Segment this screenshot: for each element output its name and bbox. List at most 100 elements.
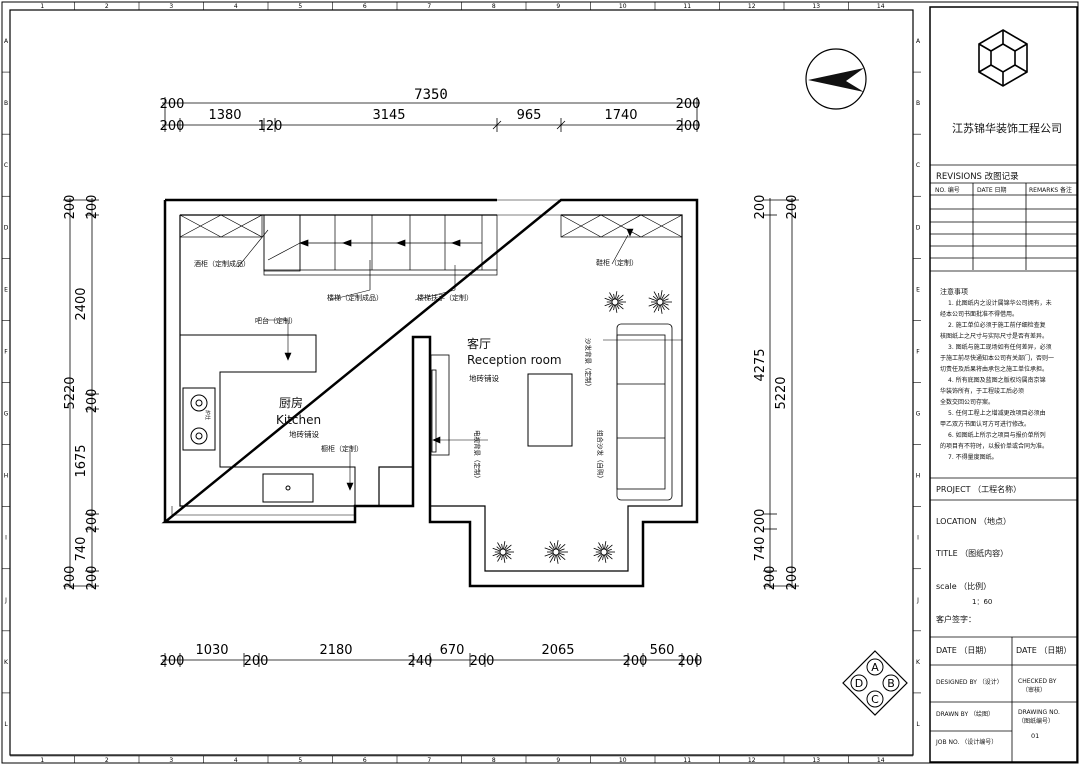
dim-top-total: 7350 bbox=[414, 87, 448, 103]
border-column-number: 7 bbox=[427, 757, 431, 764]
checked-by-cn-label: （审核） bbox=[1022, 686, 1046, 694]
border-column-number: 11 bbox=[683, 757, 691, 764]
label-bar-counter: 吧台（定制） bbox=[255, 316, 297, 325]
staircase bbox=[263, 214, 498, 290]
drawing-no-cn-label: （图纸编号） bbox=[1018, 717, 1054, 725]
dim-bottom-seg: 200 bbox=[678, 654, 703, 669]
right-dimensions bbox=[763, 198, 799, 588]
rev-col-no: NO. 编号 bbox=[935, 186, 960, 194]
company-logo bbox=[978, 29, 1028, 87]
border-column-number: 10 bbox=[619, 3, 627, 10]
border-row-letter: L bbox=[4, 721, 8, 728]
dim-left-total: 5220 bbox=[63, 376, 78, 409]
designed-by-label: DESIGNED BY （设计） bbox=[936, 678, 1003, 686]
note-line: 7. 不得量度图纸。 bbox=[948, 453, 998, 461]
label-living-floor: 地砖铺设 bbox=[469, 373, 499, 383]
note-line: 5. 任何工程上之增减更改项目必须由 bbox=[948, 409, 1046, 417]
note-line: 的项目有不符时，以报价单或合同为准。 bbox=[940, 442, 1048, 450]
rev-col-date: DATE 日期 bbox=[977, 186, 1007, 194]
border-row-letter: C bbox=[916, 162, 920, 169]
border-column-number: 4 bbox=[234, 757, 238, 764]
section-letter: A bbox=[871, 661, 879, 674]
border-column-number: 14 bbox=[877, 757, 885, 764]
project-label: PROJECT （工程名称） bbox=[936, 484, 1021, 494]
wine-cabinet bbox=[179, 214, 263, 238]
border-column-number: 3 bbox=[169, 757, 173, 764]
dim-bottom-seg: 200 bbox=[623, 654, 648, 669]
border-row-letter: K bbox=[4, 659, 9, 666]
dim-left-seg: 200 bbox=[85, 195, 100, 220]
drawing-no-value: 01 bbox=[1031, 732, 1039, 740]
dim-left-seg: 200 bbox=[85, 566, 100, 591]
shoe-cabinet bbox=[560, 214, 683, 238]
border-column-number: 1 bbox=[40, 3, 44, 10]
dim-left-seg: 200 bbox=[63, 195, 78, 220]
label-shoe-cabinet: 鞋柜（定制） bbox=[596, 258, 638, 267]
border-row-letter: I bbox=[917, 535, 919, 542]
dim-right-seg: 200 bbox=[785, 195, 800, 220]
dim-top-seg: 120 bbox=[258, 119, 283, 134]
dim-bottom-seg: 1030 bbox=[195, 643, 228, 658]
dim-top-seg: 200 bbox=[160, 119, 185, 134]
section-letter: D bbox=[855, 677, 863, 690]
dim-top-seg: 1740 bbox=[604, 108, 637, 123]
kitchen-counter bbox=[180, 334, 356, 505]
dim-right-seg: 200 bbox=[785, 566, 800, 591]
plant-symbol bbox=[544, 540, 568, 564]
label-living-room-cn: 客厅 bbox=[467, 336, 491, 351]
border-row-letter: G bbox=[4, 411, 9, 418]
dim-bottom-seg: 200 bbox=[244, 654, 269, 669]
left-dimensions bbox=[63, 198, 99, 588]
note-line: 经本公司书面批准不得借用。 bbox=[940, 310, 1018, 318]
dim-right-seg: 200 bbox=[753, 195, 768, 220]
border-row-letter: A bbox=[916, 38, 921, 45]
border-column-number: 1 bbox=[40, 757, 44, 764]
scale-label: scale （比例） bbox=[936, 581, 991, 591]
note-line: 1. 此图纸内之设计属锦华公司拥有，未 bbox=[948, 299, 1052, 307]
dim-left-seg: 2400 bbox=[74, 287, 89, 320]
revisions-header: REVISIONS 改图记录 bbox=[936, 171, 1019, 182]
border-column-number: 5 bbox=[298, 3, 302, 10]
border-row-letter: H bbox=[916, 473, 921, 480]
dim-bottom-seg: 2180 bbox=[319, 643, 352, 658]
dim-bottom-seg: 200 bbox=[160, 654, 185, 669]
note-line: 华装饰所有，于工程竣工后必须 bbox=[940, 387, 1024, 395]
rev-col-remarks: REMARKS 备注 bbox=[1029, 186, 1072, 194]
bottom-dimensions bbox=[162, 653, 700, 667]
border-row-letter: E bbox=[916, 286, 920, 293]
border-column-number: 12 bbox=[748, 757, 756, 764]
label-sofa-wall: 沙发背景（定制） bbox=[584, 338, 593, 390]
dim-top-seg: 200 bbox=[676, 97, 701, 112]
note-line: 甲乙双方书面认可方可进行修改。 bbox=[940, 420, 1030, 428]
note-line: 切责任及后果将由承包之施工单位承担。 bbox=[940, 365, 1048, 373]
border-column-number: 13 bbox=[812, 3, 820, 10]
checked-by-label: CHECKED BY bbox=[1018, 678, 1057, 685]
dim-top-seg: 200 bbox=[676, 119, 701, 134]
plant-symbol bbox=[593, 541, 615, 563]
border-row-letter: E bbox=[4, 286, 8, 293]
dim-right-seg: 740 bbox=[753, 537, 768, 562]
note-line: 3. 图纸与施工现场如有任何差异，必须 bbox=[948, 343, 1052, 351]
note-line: 4. 所有底图及蓝图之版权均属南京锦 bbox=[948, 376, 1046, 384]
client-signature-label: 客户签字： bbox=[936, 614, 976, 624]
border-column-number: 5 bbox=[298, 757, 302, 764]
border-column-number: 2 bbox=[105, 757, 109, 764]
dim-right-sub: 4275 bbox=[753, 348, 768, 381]
coffee-table bbox=[527, 373, 573, 447]
border-column-number: 13 bbox=[812, 757, 820, 764]
dim-right-total: 5220 bbox=[774, 376, 789, 409]
border-row-letter: A bbox=[4, 38, 9, 45]
plants bbox=[492, 290, 672, 564]
dim-bottom-seg: 560 bbox=[650, 643, 675, 658]
border-column-number: 10 bbox=[619, 757, 627, 764]
border-column-number: 6 bbox=[363, 757, 367, 764]
border-column-number: 12 bbox=[748, 3, 756, 10]
border-row-letter: D bbox=[4, 224, 9, 231]
annotation-leaders bbox=[237, 228, 682, 491]
dim-bottom-seg: 2065 bbox=[541, 643, 574, 658]
border-row-letter: K bbox=[916, 659, 921, 666]
scale-value: 1：60 bbox=[972, 598, 992, 606]
